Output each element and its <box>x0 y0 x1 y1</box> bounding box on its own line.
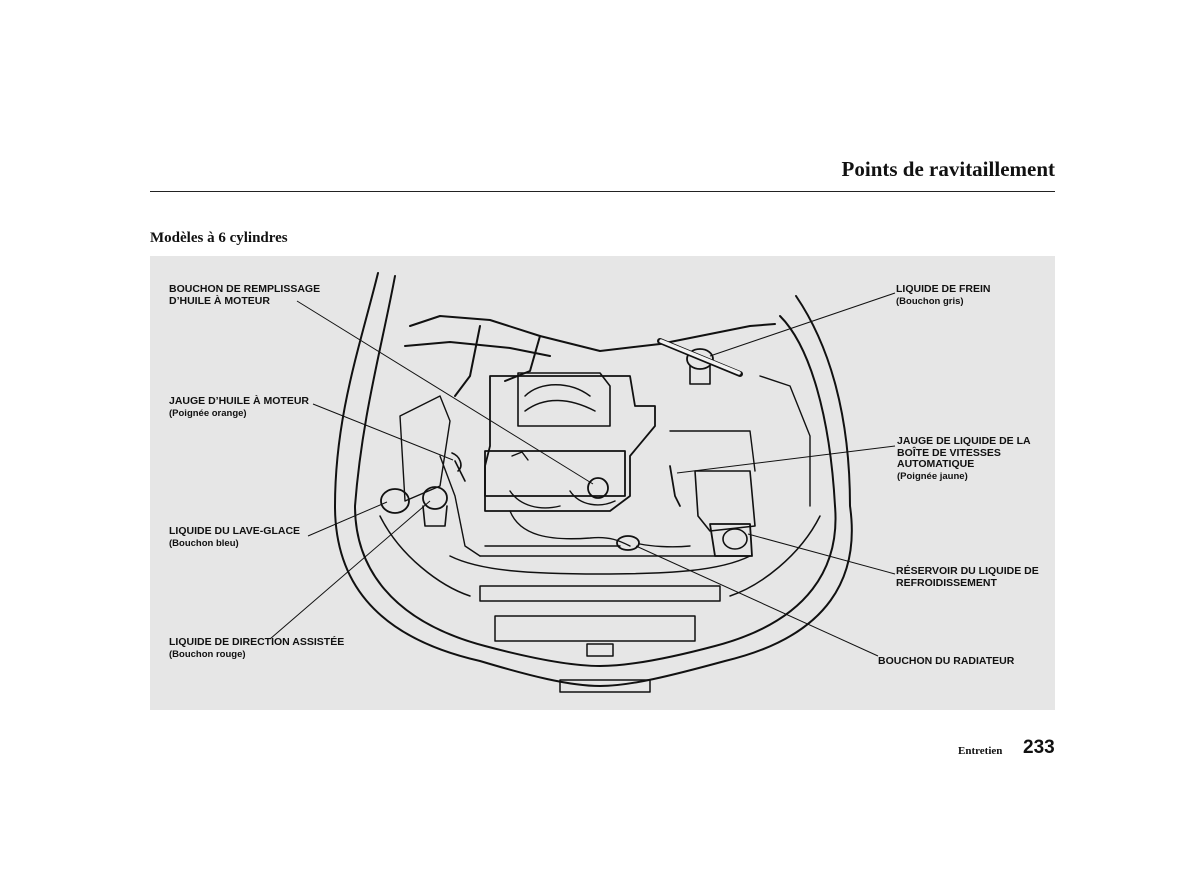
callout-oil-fill-cap: BOUCHON DE REMPLISSAGE D’HUILE À MOTEUR <box>169 283 321 307</box>
callout-brake-fluid: LIQUIDE DE FREIN (Bouchon gris) <box>896 283 991 307</box>
engine-bay-figure: BOUCHON DE REMPLISSAGE D’HUILE À MOTEUR … <box>150 256 1055 710</box>
page-title: Points de ravitaillement <box>841 157 1055 181</box>
engine-bay-illustration <box>269 272 896 693</box>
callout-coolant-reservoir: RÉSERVOIR DU LIQUIDE DE REFROIDISSEMENT <box>896 565 1039 589</box>
section-title: Modèles à 6 cylindres <box>150 230 288 246</box>
callout-power-steering: LIQUIDE DE DIRECTION ASSISTÉE (Bouchon r… <box>169 636 345 660</box>
page-number: 233 <box>1023 737 1055 758</box>
callout-washer-fluid: LIQUIDE DU LAVE-GLACE (Bouchon bleu) <box>169 525 301 549</box>
callout-radiator-cap: BOUCHON DU RADIATEUR <box>878 655 1015 667</box>
callout-oil-dipstick: JAUGE D’HUILE À MOTEUR (Poignée orange) <box>169 395 310 419</box>
callout-atf-dipstick: JAUGE DE LIQUIDE DE LA BOÎTE DE VITESSES… <box>897 435 1031 482</box>
header-rule <box>150 191 1055 192</box>
footer-section-name: Entretien <box>958 745 1003 757</box>
